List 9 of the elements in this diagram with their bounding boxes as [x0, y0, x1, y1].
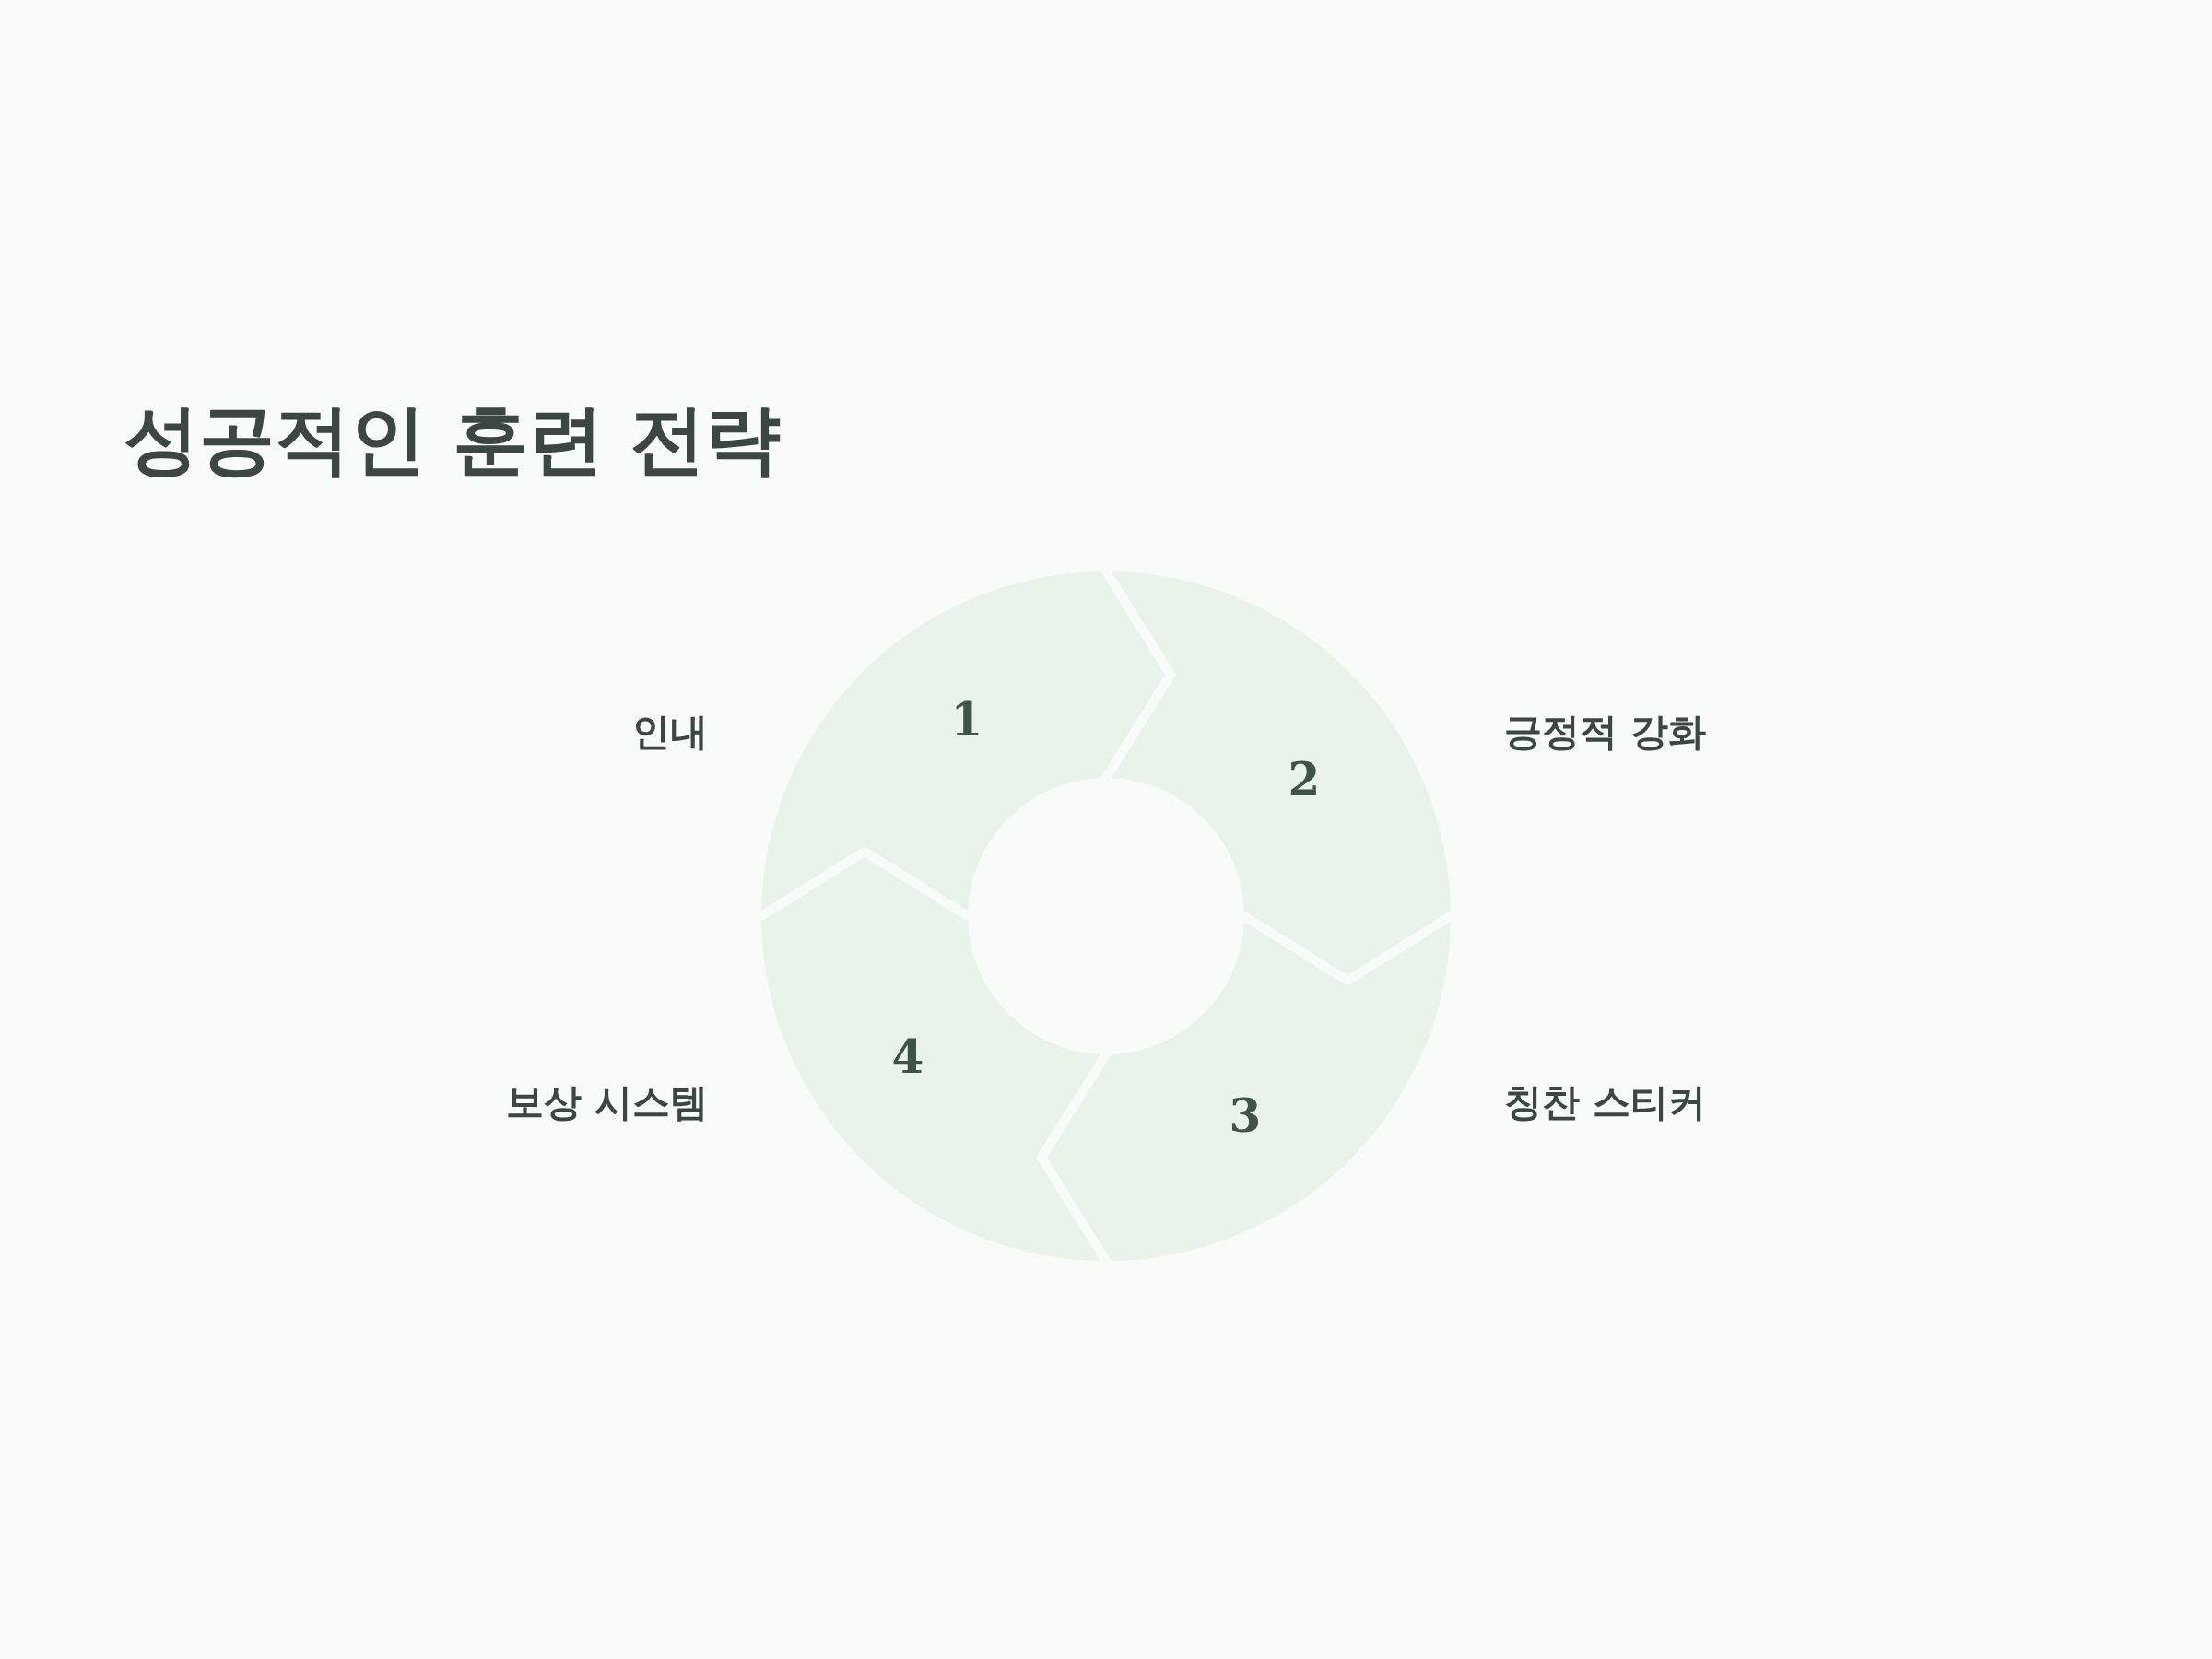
step-label: 긍정적 강화: [1504, 712, 1707, 751]
title: 성공적인 훈련 전략: [124, 402, 782, 477]
step-number: 4: [891, 1034, 924, 1080]
step-label: 인내: [632, 712, 708, 751]
step-number: 3: [1229, 1093, 1262, 1139]
step-label: 칭찬 스티커: [1504, 1083, 1707, 1122]
step-number: 2: [1288, 757, 1321, 803]
step-number: 1: [950, 697, 983, 743]
step-label: 보상 시스템: [505, 1083, 708, 1122]
